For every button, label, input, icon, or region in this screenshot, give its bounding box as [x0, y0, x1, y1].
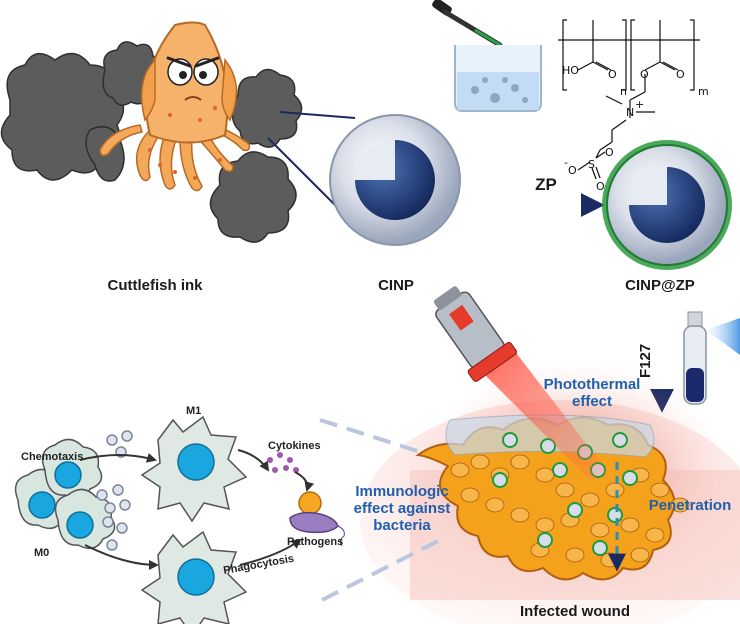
bacterium-orange	[298, 491, 322, 515]
cuttlefish-fin-left	[140, 58, 156, 122]
label-chemotaxis: Chemotaxis	[21, 451, 83, 463]
label-cuttlefish-ink: Cuttlefish ink	[107, 277, 203, 294]
zoom-line-top	[279, 111, 356, 119]
cinp-nanoparticle	[329, 114, 461, 246]
svg-text:O: O	[676, 68, 685, 81]
label-m0: M0	[34, 547, 49, 559]
label-immunologic-line1: Immunologic	[355, 483, 448, 500]
svg-text:O: O	[568, 164, 577, 177]
cuttlefish-illustration	[99, 21, 251, 192]
label-penetration: Penetration	[649, 497, 732, 514]
arrow-to-m1	[79, 452, 157, 463]
cuttlefish-fin-right	[221, 58, 238, 122]
svg-text:n: n	[620, 85, 627, 98]
laser-torch-icon	[433, 286, 518, 382]
ink-cloud-right	[231, 68, 303, 148]
label-immunologic-line2: effect against	[354, 500, 451, 517]
svg-text:m: m	[698, 85, 709, 98]
svg-text:-: -	[564, 156, 568, 169]
phagocyte-macrophage	[140, 530, 248, 624]
arrow-to-phagocytosis	[84, 544, 159, 570]
svg-text:N: N	[626, 106, 634, 119]
svg-text:HO: HO	[562, 64, 579, 77]
polymer-atom-labels: HO O n O O m N + S O - O O	[562, 64, 709, 193]
m0-macrophages	[14, 438, 116, 550]
svg-text:S: S	[588, 158, 595, 171]
label-photothermal-line2: effect	[572, 393, 612, 410]
label-m1: M1	[186, 405, 201, 417]
svg-text:O: O	[640, 68, 649, 81]
bacterium-flagella	[337, 525, 345, 547]
cuttlefish-face	[166, 56, 220, 101]
laser-beam	[470, 345, 608, 480]
svg-text:O: O	[608, 68, 617, 81]
label-pathogens: Pathogens	[287, 536, 343, 548]
zoom-dash-top	[319, 418, 431, 457]
cytokine-dots	[267, 452, 299, 473]
wound-cells	[450, 454, 690, 568]
label-photothermal-line1: Photothermal	[544, 376, 641, 393]
label-immunologic-line3: bacteria	[373, 517, 431, 534]
arrow-cytokines-to-pathogen	[294, 471, 315, 492]
arrow-m1-to-cytokines	[237, 449, 270, 472]
f127-label: F127	[637, 344, 654, 378]
m1-macrophage	[140, 415, 248, 523]
spray-bottle-icon	[683, 311, 740, 405]
label-infected-wound: Infected wound	[520, 603, 630, 620]
beaker-icon	[454, 45, 542, 112]
ink-cloud-bottom	[209, 151, 297, 243]
ink-clouds	[0, 41, 303, 243]
label-cinp-zp: CINP@ZP	[625, 277, 695, 294]
cinp-zp-nanoparticle	[602, 140, 732, 270]
svg-text:+: +	[635, 98, 644, 111]
arrow-to-pathogens	[239, 538, 302, 566]
bacterium-purple	[289, 511, 339, 534]
label-cinp: CINP	[378, 277, 414, 294]
svg-text:O: O	[596, 180, 605, 193]
label-cytokines: Cytokines	[268, 440, 321, 452]
cuttlefish-spots	[148, 106, 222, 180]
zp-label: ZP	[535, 175, 557, 194]
svg-text:O: O	[605, 146, 614, 159]
zwitterionic-polymer-structure	[558, 19, 700, 180]
zoom-dash-bottom	[321, 538, 441, 602]
